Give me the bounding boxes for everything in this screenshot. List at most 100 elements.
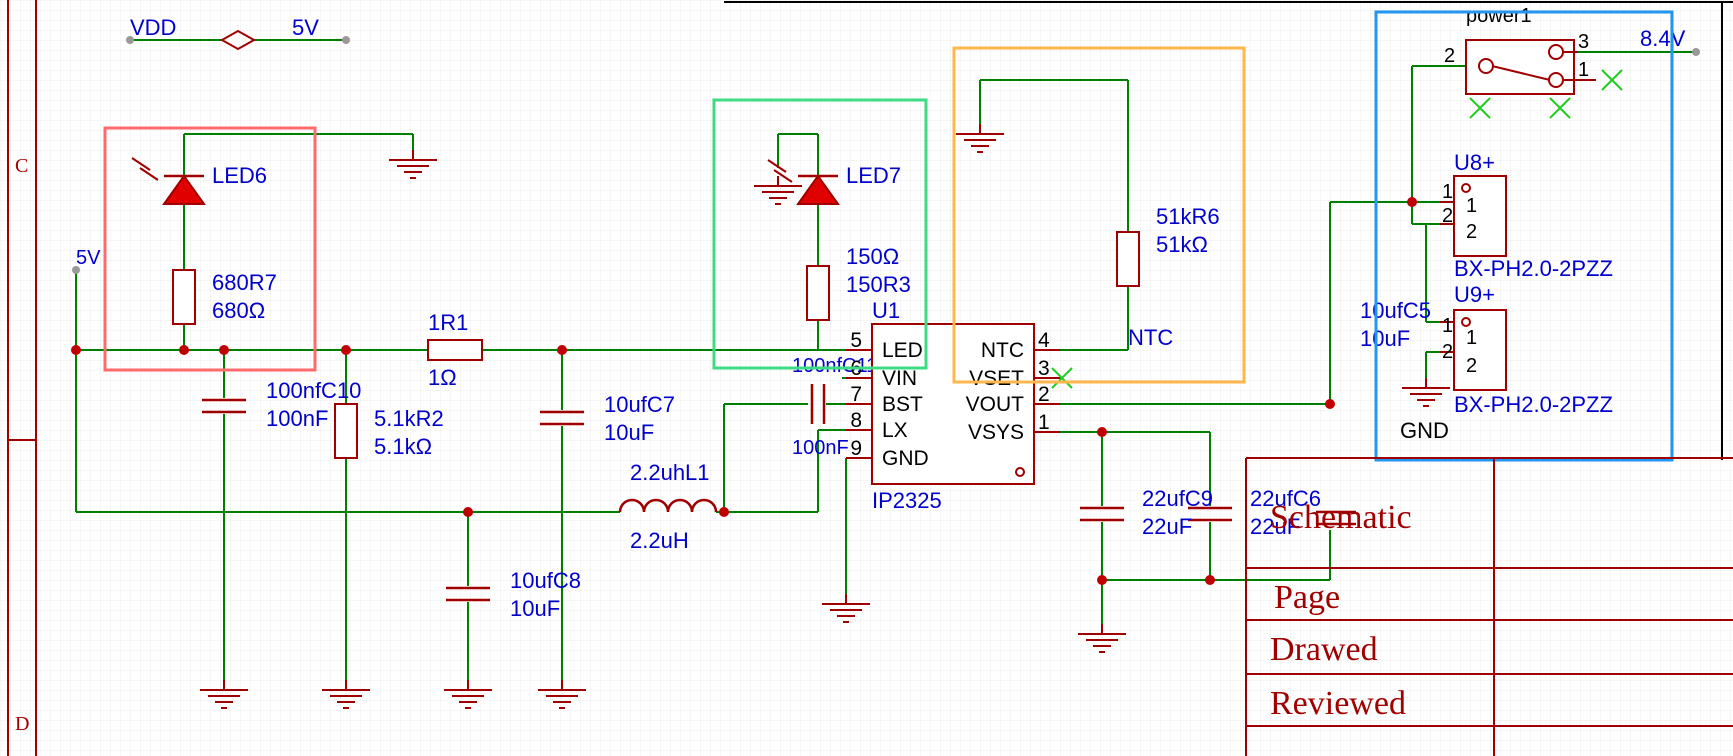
u1-pin-6-name: VIN xyxy=(882,367,917,390)
r6-value: 51kΩ xyxy=(1156,232,1208,257)
r3-name: 150R3 xyxy=(846,272,911,297)
c9-name: 22ufC9 xyxy=(1142,486,1213,511)
u1-pin-2-name: VOUT xyxy=(966,393,1025,416)
power-switch[interactable] xyxy=(1465,39,1596,95)
c8-value: 10uF xyxy=(510,596,560,621)
vbat-port[interactable] xyxy=(1692,48,1700,56)
u1-pin-7-name: BST xyxy=(882,393,923,416)
u8-part: BX-PH2.0-2PZZ xyxy=(1454,256,1613,281)
title-block-title: Schematic xyxy=(1270,499,1412,536)
ntc-net-label: NTC xyxy=(1128,325,1173,350)
highlight-box-blue xyxy=(1374,10,1674,462)
u9-connector[interactable] xyxy=(1440,309,1507,391)
u1-pin-3-number: 3 xyxy=(1038,357,1050,380)
u1-ic[interactable] xyxy=(846,323,1060,485)
junctions xyxy=(71,197,1417,585)
l1-name: 2.2uhL1 xyxy=(630,460,710,485)
switch-pin1: 1 xyxy=(1578,59,1589,81)
c8-name: 10ufC8 xyxy=(510,568,581,593)
border-row-c: C xyxy=(15,155,28,177)
u9-pin1-name: 1 xyxy=(1466,327,1477,349)
u9-part: BX-PH2.0-2PZZ xyxy=(1454,392,1613,417)
u1-pin-9-name: GND xyxy=(882,447,929,470)
c7-value: 10uF xyxy=(604,420,654,445)
u8-pin2-num: 2 xyxy=(1442,205,1453,227)
led7-symbol[interactable] xyxy=(767,159,840,205)
r7-value: 680Ω xyxy=(212,298,265,323)
vdd-net-tie[interactable] xyxy=(126,29,350,51)
u1-pin-4-name: NTC xyxy=(981,339,1024,362)
title-block-page: Page xyxy=(1274,579,1340,616)
c10-value: 100nF xyxy=(266,406,328,431)
switch-no-connects xyxy=(1469,69,1623,119)
switch-pin3: 3 xyxy=(1578,31,1589,53)
u1-pin-9-number: 9 xyxy=(850,437,862,460)
u8-pin2-name: 2 xyxy=(1466,221,1477,243)
sheet-border xyxy=(7,0,1733,756)
c5-value: 10uF xyxy=(1360,326,1410,351)
switch-pin2: 2 xyxy=(1444,45,1455,67)
c6-value: 22uF xyxy=(1250,514,1300,539)
l1-value: 2.2uH xyxy=(630,528,689,553)
vbat-label: 8.4V xyxy=(1640,26,1686,51)
u8-pin1-num: 1 xyxy=(1442,181,1453,203)
led6-symbol[interactable] xyxy=(131,157,206,205)
u8-pin1-name: 1 xyxy=(1466,195,1477,217)
five-v-port[interactable] xyxy=(72,266,80,274)
r2-value: 5.1kΩ xyxy=(374,434,432,459)
c9-value: 22uF xyxy=(1142,514,1192,539)
u1-designator: U1 xyxy=(872,298,900,323)
five-v-top-label: 5V xyxy=(292,15,319,40)
vdd-label: VDD xyxy=(130,15,176,40)
r2-resistor[interactable] xyxy=(334,403,358,459)
five-v-left-label: 5V xyxy=(76,247,101,269)
u8-designator: U8+ xyxy=(1454,150,1495,175)
u1-pin-3-name: VSET xyxy=(969,367,1024,390)
l1-inductor[interactable] xyxy=(618,498,718,513)
u1-part: IP2325 xyxy=(872,488,942,513)
u9-pin1-num: 1 xyxy=(1442,315,1453,337)
u1-pin-4-number: 4 xyxy=(1038,329,1050,352)
u1-pin-1-number: 1 xyxy=(1038,411,1050,434)
u1-pin-2-number: 2 xyxy=(1038,383,1050,406)
r1-resistor[interactable] xyxy=(427,339,483,361)
highlight-box-orange xyxy=(952,46,1246,384)
r1-name: 1R1 xyxy=(428,310,468,335)
c5-name: 10ufC5 xyxy=(1360,298,1431,323)
r6-resistor[interactable] xyxy=(1116,231,1140,287)
c11-name: 100nfC11 xyxy=(792,355,877,377)
c7-name: 10ufC7 xyxy=(604,392,675,417)
u1-pin-1-name: VSYS xyxy=(968,421,1024,444)
r3-resistor[interactable] xyxy=(806,265,830,321)
led7-designator: LED7 xyxy=(846,163,901,188)
border-row-d: D xyxy=(15,713,29,735)
r1-value: 1Ω xyxy=(428,365,457,390)
u8-connector[interactable] xyxy=(1440,175,1507,257)
vset-no-connect xyxy=(1051,367,1073,389)
c5-capacitor[interactable] xyxy=(1316,510,1356,526)
u9-pin2-name: 2 xyxy=(1466,355,1477,377)
r7-resistor[interactable] xyxy=(172,269,196,325)
u1-pin-5-number: 5 xyxy=(850,329,862,352)
led6-designator: LED6 xyxy=(212,163,267,188)
switch-designator: power1 xyxy=(1466,5,1532,27)
c10-name: 100nfC10 xyxy=(266,378,361,403)
u9-designator: U9+ xyxy=(1454,282,1495,307)
c6-name: 22ufC6 xyxy=(1250,486,1321,511)
u1-pin-8-number: 8 xyxy=(850,409,862,432)
title-block-reviewed: Reviewed xyxy=(1270,685,1406,722)
r6-name: 51kR6 xyxy=(1156,204,1220,229)
wires xyxy=(75,51,1696,690)
c11-capacitor[interactable] xyxy=(810,384,826,424)
u9-pin2-num: 2 xyxy=(1442,341,1453,363)
highlight-box-green xyxy=(712,98,928,370)
gnd-label: GND xyxy=(1400,418,1449,443)
u1-pin-7-number: 7 xyxy=(850,383,862,406)
title-block-drawed: Drawed xyxy=(1270,631,1378,668)
u1-pin-8-name: LX xyxy=(882,419,908,442)
r7-name: 680R7 xyxy=(212,270,277,295)
r3-value: 150Ω xyxy=(846,244,899,269)
u1-pin-5-name: LED xyxy=(882,339,923,362)
r2-name: 5.1kR2 xyxy=(374,406,444,431)
